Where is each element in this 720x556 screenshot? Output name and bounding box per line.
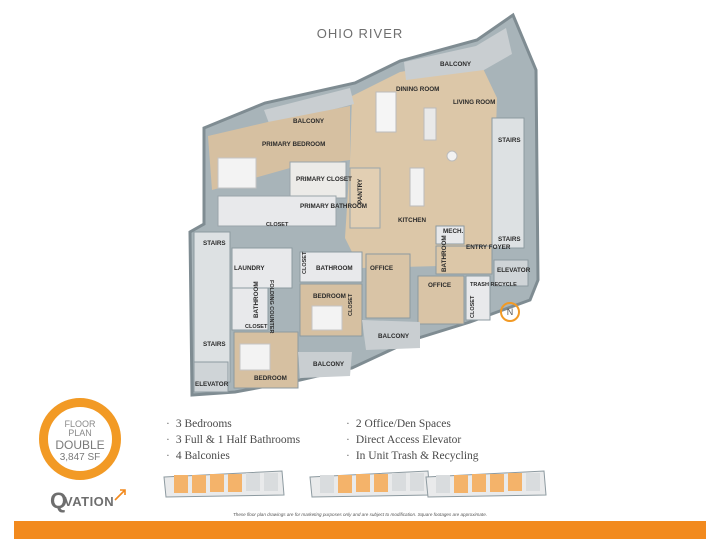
feature-item: 3 Full & 1 Half Bathrooms: [166, 432, 300, 448]
badge-line2: PLAN: [68, 428, 92, 438]
balcony-top-label: BALCONY: [440, 61, 472, 68]
footer-accent-bar: [14, 521, 706, 539]
features-list-left: 3 Bedrooms 3 Full & 1 Half Bathrooms 4 B…: [166, 416, 300, 464]
stairs-right-mid-label: STAIRS: [498, 236, 521, 243]
badge-name: DOUBLE: [55, 438, 105, 452]
office-mid-area: [365, 253, 411, 319]
primary-bathroom-area: [217, 195, 337, 227]
floor-plan-badge: FLOOR PLAN DOUBLE 3,847 SF: [39, 398, 121, 480]
stairs-left-top-label: STAIRS: [203, 240, 226, 247]
primary-bedroom-label: PRIMARY BEDROOM: [262, 141, 325, 148]
closet-mid-label: CLOSET: [302, 251, 308, 274]
balcony-mid-area: [362, 320, 420, 350]
bathroom-mid-area: [299, 251, 363, 283]
bathroom-left-area: [231, 287, 269, 331]
mech-label: MECH.: [443, 228, 464, 235]
building-key-plan-2: [309, 470, 431, 498]
trash-recycle-label: TRASH RECYCLE: [470, 282, 517, 288]
feature-item: 2 Office/Den Spaces: [346, 416, 479, 432]
stairs-right-top-label: STAIRS: [498, 137, 521, 144]
building-key-plan-3: [425, 470, 547, 498]
ovation-logo: Q VATION: [50, 488, 130, 514]
kitchen-island: [409, 167, 425, 207]
closet-bed-label: CLOSET: [348, 293, 354, 316]
elevator-left-label: ELEVATOR: [195, 381, 229, 388]
bathroom-mid-label: BATHROOM: [316, 265, 353, 272]
bedroom-lower-label: BEDROOM: [254, 375, 287, 382]
dining-table: [375, 91, 397, 133]
balcony-upper-left-area: [264, 88, 354, 126]
closet-left-label: CLOSET: [245, 324, 268, 330]
office-right-area: [417, 275, 465, 325]
dining-label: DINING ROOM: [396, 86, 439, 93]
disclaimer: These floor plan drawings are for market…: [232, 512, 488, 517]
feature-item: 4 Balconies: [166, 448, 300, 464]
folding-counter-label: FOLDING COUNTER: [268, 280, 274, 333]
laundry-label: LAUNDRY: [234, 265, 265, 272]
balcony-lower-area: [298, 352, 352, 378]
kitchen-label: KITCHEN: [398, 217, 426, 224]
office-right-label: OFFICE: [428, 282, 451, 289]
right-elevator-box: [493, 259, 529, 287]
bathroom-right-label: BATHROOM: [441, 235, 448, 272]
logo-arrow-icon: [114, 489, 126, 501]
logo-letter: Q: [50, 488, 68, 513]
closet-right-label: CLOSET: [470, 295, 476, 318]
elevator-right-label: ELEVATOR: [497, 267, 531, 274]
living-label: LIVING ROOM: [453, 99, 495, 106]
feature-item: 3 Bedrooms: [166, 416, 300, 432]
laundry-area: [231, 247, 293, 289]
left-elevator-box: [193, 361, 229, 393]
badge-line1: FLOOR: [64, 419, 96, 429]
balcony-lower-label: BALCONY: [313, 361, 345, 368]
north-compass-icon: N: [500, 302, 520, 322]
balcony-upper-left-label: BALCONY: [293, 118, 325, 125]
pantry-area: [349, 167, 381, 229]
features-list-right: 2 Office/Den Spaces Direct Access Elevat…: [346, 416, 479, 464]
primary-bed: [217, 157, 257, 189]
sofa: [423, 107, 437, 141]
bedroom-mid-label: BEDROOM: [313, 293, 346, 300]
logo-word: VATION: [64, 494, 115, 509]
closet-upper-label: CLOSET: [266, 222, 289, 228]
pantry-label: PANTRY: [357, 178, 364, 204]
balcony-mid-label: BALCONY: [378, 333, 410, 340]
floor-plan: BALCONY DINING ROOM LIVING ROOM BALCONY …: [188, 12, 540, 397]
left-stair-core: [193, 231, 231, 383]
feature-item: In Unit Trash & Recycling: [346, 448, 479, 464]
right-stair-core: [491, 117, 525, 249]
balcony-top-area: [404, 28, 512, 80]
building-key-plan-1: [163, 470, 285, 498]
bathroom-left-label: BATHROOM: [253, 281, 260, 318]
primary-closet-label: PRIMARY CLOSET: [296, 176, 352, 183]
office-mid-label: OFFICE: [370, 265, 393, 272]
badge-area: 3,847 SF: [59, 452, 101, 463]
feature-item: Direct Access Elevator: [346, 432, 479, 448]
primary-bathroom-label: PRIMARY BATHROOM: [300, 203, 367, 210]
river-label: OHIO RIVER: [316, 26, 404, 41]
stairs-left-bottom-label: STAIRS: [203, 341, 226, 348]
entry-foyer-label: ENTRY FOYER: [466, 244, 511, 251]
